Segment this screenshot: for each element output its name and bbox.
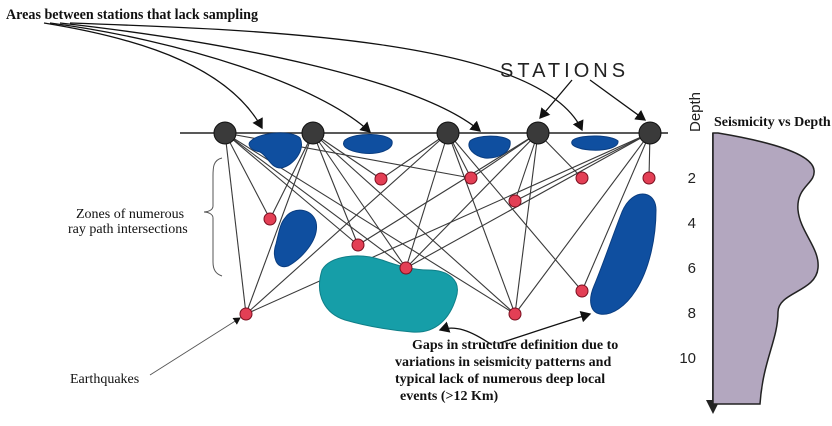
arrow-to-gap-4 <box>69 22 584 132</box>
station-marker <box>436 121 460 145</box>
depth-axis-title: Depth <box>687 92 704 132</box>
zones-label-line1: Zones of numerous <box>76 207 184 222</box>
ray-path <box>357 132 539 246</box>
gap-area-5 <box>274 209 317 268</box>
ray-path <box>405 132 651 269</box>
ray-path <box>245 132 449 315</box>
arrow-earthquakes <box>149 317 241 376</box>
arrow-gaps-deep <box>499 311 592 344</box>
gaps-label-line3: typical lack of numerous deep local <box>395 372 605 387</box>
earthquake-marker <box>508 194 522 208</box>
ray-path <box>514 132 651 315</box>
depth-tick-label: 10 <box>679 350 696 367</box>
depth-tick-label: 4 <box>688 215 696 232</box>
earthquakes-group <box>239 171 656 321</box>
arrow-stations-right <box>589 79 647 121</box>
earthquake-marker <box>399 261 413 275</box>
earthquake-marker <box>575 284 589 298</box>
arrow-gaps-teal <box>438 321 493 346</box>
ray-path <box>245 132 651 315</box>
earthquakes-label: Earthquakes <box>70 372 139 387</box>
structure-gaps <box>248 132 657 333</box>
earthquake-marker <box>642 171 656 185</box>
ray-path <box>312 132 516 315</box>
depth-tick-label: 2 <box>688 170 696 187</box>
ray-path <box>224 132 271 220</box>
zones-brace <box>203 157 223 277</box>
station-marker <box>526 121 550 145</box>
gaps-label-line1: Gaps in structure definition due to <box>412 338 618 353</box>
ray-path <box>447 132 583 292</box>
arrow-stations-left <box>539 79 573 119</box>
earthquake-marker <box>263 212 277 226</box>
ray-path <box>224 132 247 315</box>
gaps-label-line4: events (>12 Km) <box>400 389 499 404</box>
depth-panel: Depth Seismicity vs Depth 2 4 6 8 10 <box>679 92 831 414</box>
seismicity-curve-title: Seismicity vs Depth <box>714 115 831 130</box>
ray-path <box>312 132 359 246</box>
earthquake-marker <box>374 172 388 186</box>
gap-area-teal <box>318 255 458 333</box>
ray-path <box>405 132 539 269</box>
arrow-to-gap-3 <box>59 22 481 132</box>
station-marker <box>301 121 325 145</box>
earthquake-marker <box>239 307 253 321</box>
areas-lacking-sampling-label: Areas between stations that lack samplin… <box>6 7 258 23</box>
ray-path <box>312 132 407 269</box>
ray-path <box>514 132 651 202</box>
earthquake-marker <box>575 171 589 185</box>
ray-path <box>581 132 651 292</box>
gap-area-4 <box>571 135 619 151</box>
ray-path <box>447 132 516 315</box>
ray-path <box>245 132 314 315</box>
gap-area-deep <box>590 193 657 315</box>
stations-label: STATIONS <box>500 60 629 82</box>
ray-path <box>514 132 539 315</box>
gap-area-3 <box>468 135 511 159</box>
arrow-to-gap-1 <box>43 22 263 130</box>
station-marker <box>213 121 237 145</box>
gaps-label-line2: variations in seismicity patterns and <box>395 355 611 370</box>
earthquake-marker <box>351 238 365 252</box>
ray-path <box>380 132 449 180</box>
earthquake-marker <box>464 171 478 185</box>
depth-tick-labels: 2 4 6 8 10 <box>679 170 696 367</box>
zones-label-line2: ray path intersections <box>68 222 188 237</box>
earthquake-marker <box>508 307 522 321</box>
ray-path <box>312 132 382 180</box>
station-marker <box>638 121 662 145</box>
annotation-arrows <box>43 22 647 376</box>
gap-area-2 <box>343 134 393 154</box>
gap-area-1 <box>248 132 302 169</box>
ray-path <box>224 132 359 246</box>
ray-path <box>514 132 539 202</box>
ray-path <box>224 132 407 269</box>
stations-group <box>213 121 662 145</box>
seismicity-curve <box>712 132 819 405</box>
ray-path <box>405 132 449 269</box>
ray-path <box>269 132 314 220</box>
arrow-to-gap-2 <box>49 22 371 133</box>
depth-tick-label: 6 <box>688 260 696 277</box>
depth-tick-label: 8 <box>688 305 696 322</box>
